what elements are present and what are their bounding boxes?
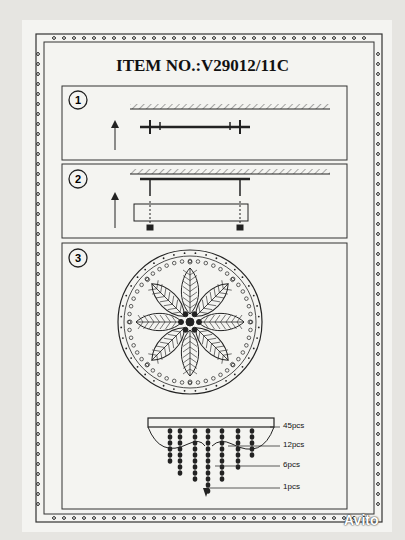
step-panel (62, 86, 347, 509)
quantity-label: 6pcs (283, 460, 300, 469)
step-number-text: 2 (68, 169, 88, 189)
quantity-label: 12pcs (283, 440, 304, 449)
leader-line (206, 427, 280, 488)
watermark: Avito (344, 512, 378, 528)
quantity-label: 45pcs (283, 421, 304, 430)
step-number: 1 (68, 90, 88, 110)
paper-sheet (22, 20, 392, 532)
item-title: ITEM NO.:V29012/11C (0, 56, 405, 76)
step-number: 3 (68, 248, 88, 268)
step-number-text: 3 (68, 248, 88, 268)
decorative-border (36, 34, 382, 522)
step-number-text: 1 (68, 90, 88, 110)
step-number: 2 (68, 169, 88, 189)
chandelier-top-view (118, 250, 262, 394)
step2-drawing (111, 169, 330, 230)
border-ornament (36, 36, 380, 520)
chandelier-side-view (148, 418, 274, 497)
quantity-label: 1pcs (283, 482, 300, 491)
step1-drawing (111, 104, 330, 150)
